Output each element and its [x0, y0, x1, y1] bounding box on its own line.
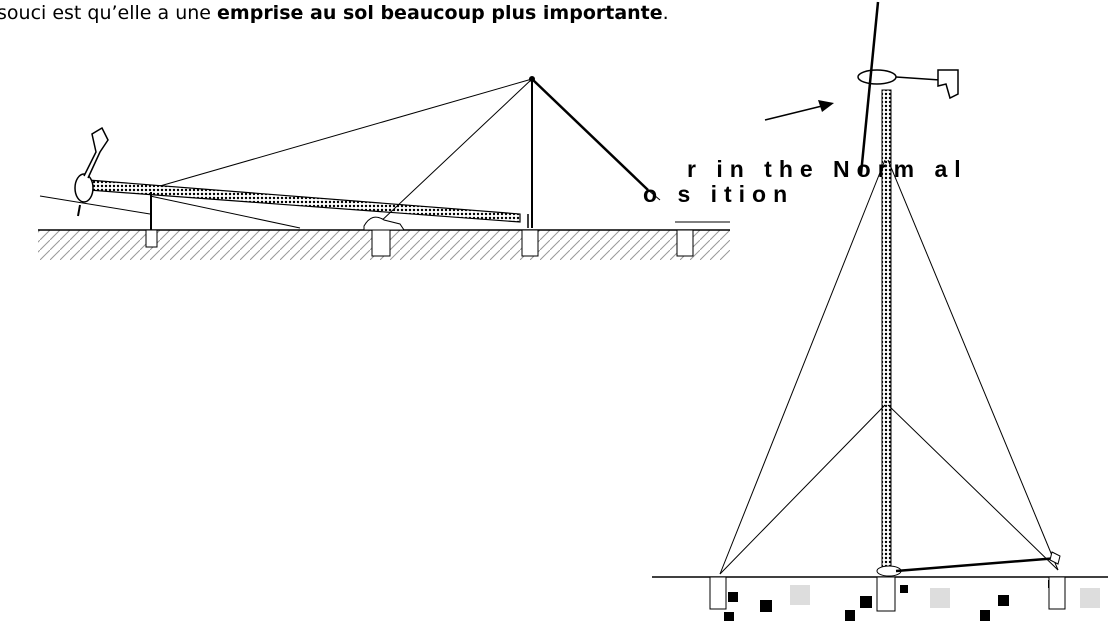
ground-pattern	[724, 580, 1056, 621]
figure-caption-line1: r in the Norm al	[687, 156, 968, 182]
guy-wire	[719, 404, 886, 575]
arrow-head-icon	[818, 100, 834, 112]
guy-wire	[887, 404, 1059, 571]
anchor-block	[676, 229, 694, 257]
body-text-end: .	[662, 2, 669, 24]
tilt-down-diagram	[38, 76, 730, 260]
pointer-arrow	[764, 105, 823, 121]
lowered-tail-vane	[83, 126, 109, 179]
guy-wire	[719, 159, 886, 575]
winch-cable	[647, 189, 661, 201]
winch-icon	[1049, 551, 1061, 565]
guy-line	[159, 78, 533, 187]
winch-icon	[363, 216, 405, 231]
body-text-line: souci est qu’elle a une emprise au sol b…	[0, 2, 669, 24]
tail-vane	[937, 69, 959, 100]
lowered-mast	[87, 179, 521, 223]
erect-tower-diagram	[652, 1, 1108, 621]
tail-boom	[895, 76, 941, 81]
body-text-emphasis: emprise au sol beaucoup plus importante	[217, 2, 663, 24]
guy-wire	[887, 159, 1059, 571]
lowered-nacelle	[74, 173, 94, 203]
guy-line	[39, 195, 151, 215]
winch-cable	[531, 78, 649, 191]
figure-caption-line2: o s ition	[643, 181, 795, 207]
anchor-block	[1048, 576, 1066, 610]
lowered-blade	[77, 204, 81, 217]
anchor-block	[145, 229, 158, 248]
nacelle	[857, 69, 897, 85]
anchor-block	[521, 229, 539, 257]
turbine-blade	[859, 1, 880, 175]
body-text-intro: souci est qu’elle a une	[0, 2, 218, 24]
anchor-block	[876, 576, 896, 612]
guy-line	[149, 195, 301, 229]
guy-line	[377, 78, 533, 225]
gin-pole-lowered	[895, 556, 1059, 573]
anchor-block	[371, 229, 391, 257]
anchor-block	[709, 576, 727, 610]
